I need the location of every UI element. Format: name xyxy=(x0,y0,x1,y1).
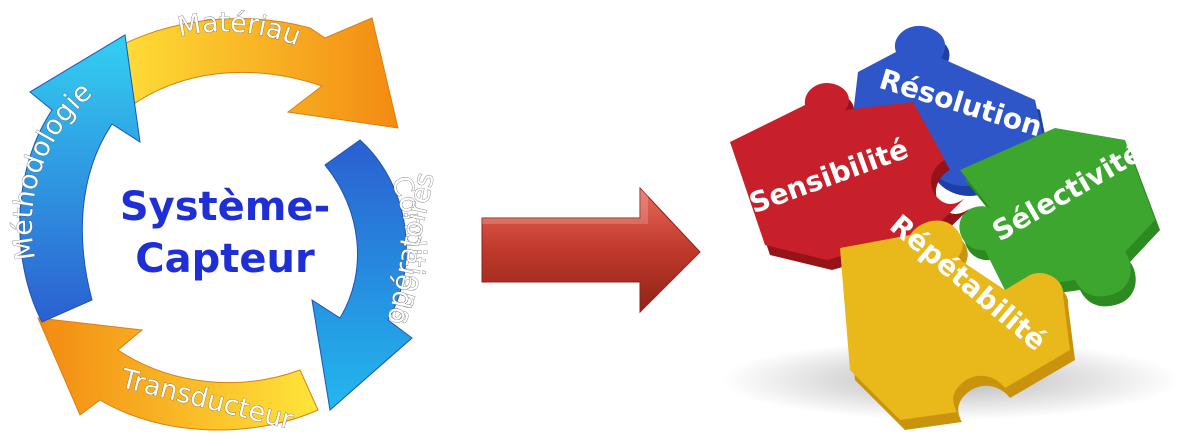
center-title-line2: Capteur xyxy=(135,236,315,282)
cycle-segment-transducteur xyxy=(37,317,319,431)
puzzle-diagram: Résolution Sélectivité Sensibilité Répét… xyxy=(720,25,1180,430)
cycle-diagram: Matériau Conditions opératoires Transduc… xyxy=(7,7,441,436)
center-title-line1: Système- xyxy=(120,184,330,230)
puzzle-piece-sensibilite: Sensibilité xyxy=(730,82,970,270)
cycle-segment-methodologie xyxy=(19,34,141,323)
puzzle-piece-selectivite: Sélectivité xyxy=(959,128,1160,307)
cycle-segment-materiau xyxy=(94,17,399,129)
right-arrow-icon xyxy=(481,186,701,314)
puzzle-piece-repetabilite: Répétabilité xyxy=(840,208,1075,430)
cycle-segment-conditions xyxy=(311,139,413,411)
